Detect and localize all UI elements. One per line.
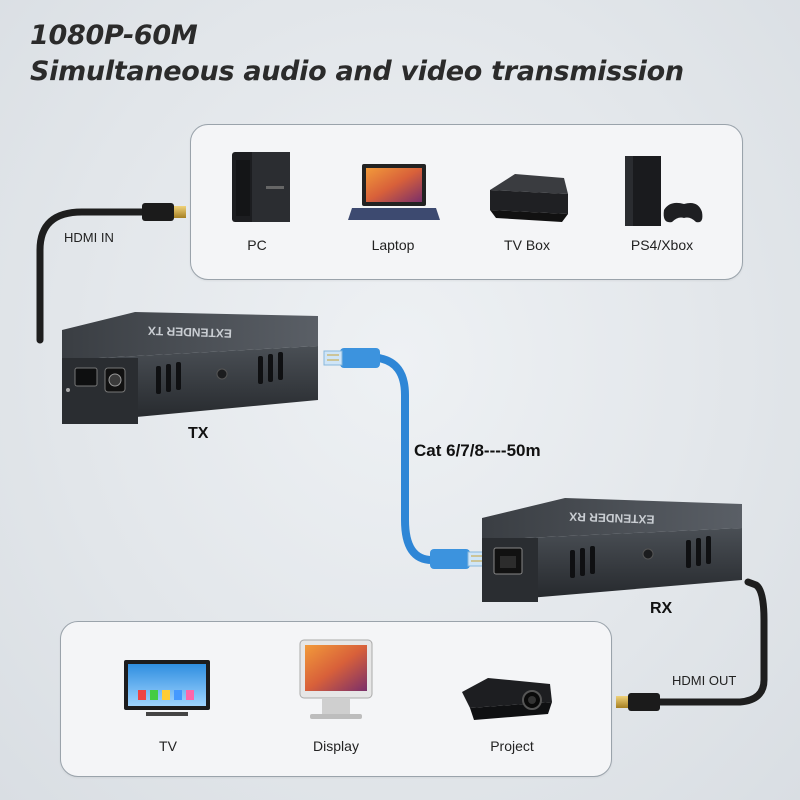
network-cable-label: Cat 6/7/8----50m [414,441,541,460]
rj45-plug-top [323,348,380,368]
source-label-laptop: Laptop [371,237,415,253]
projector-icon [462,678,552,720]
display-label-tv: TV [159,738,177,754]
screw-icon [216,368,228,380]
game-console-icon [625,156,703,226]
laptop-icon [348,164,440,220]
tx-label: TX [188,425,209,442]
rj45-plug-bottom [430,549,487,569]
display-label-monitor: Display [313,738,359,754]
rx-extender-unit [482,498,742,602]
rx-vent-left [570,546,595,578]
hdmi-in-cable [36,203,186,344]
tx-vent-right [258,352,283,384]
hdmi-in-label: HDMI IN [64,230,114,245]
hdmi-out-cable [616,578,768,711]
hdmi-out-label: HDMI OUT [672,673,737,688]
tx-extender-unit [62,312,318,424]
spec-heading: 1080P-60M [30,20,198,51]
tx-brand-text: EXTENDER TX [148,324,232,341]
monitor-icon [299,639,373,719]
source-label-pc: PC [247,237,267,253]
hdmi-port-icon [74,367,98,387]
display-label-projector: Project [490,738,534,754]
pc-tower-icon [232,152,290,222]
rx-brand-text: EXTENDER RX [569,510,655,527]
source-label-console: PS4/Xbox [630,237,694,253]
tv-box-icon [490,174,568,222]
rx-label: RX [650,600,673,617]
rx-vent-right [686,536,711,568]
screw-icon [642,548,654,560]
source-label-tv-box: TV Box [504,237,550,253]
tv-icon [124,660,210,716]
tx-vent-left [156,362,181,394]
tagline-heading: Simultaneous audio and video transmissio… [30,56,684,87]
